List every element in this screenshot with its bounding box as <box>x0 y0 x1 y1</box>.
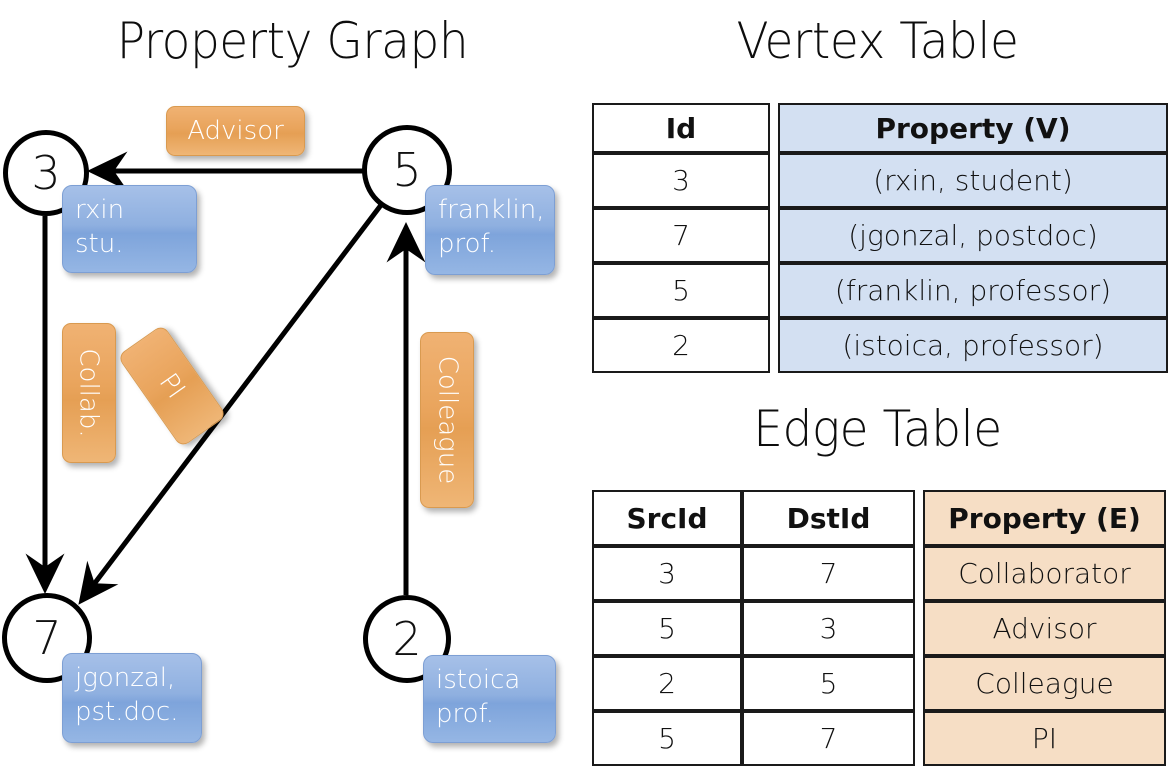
node-property-line-2: prof. <box>436 698 495 729</box>
edge-label-colleague-text: Colleague <box>432 355 463 485</box>
vertex-table-header-id: Id <box>592 103 770 153</box>
table-spacer <box>915 711 923 766</box>
table-spacer <box>770 103 778 153</box>
table-spacer <box>915 490 923 546</box>
vertex-id-cell: 3 <box>592 153 770 208</box>
edge-label-pi-text: PI <box>153 367 191 405</box>
edge-label-advisor: Advisor <box>166 106 305 156</box>
edge-label-collaborator-text: Collab. <box>74 348 104 438</box>
node-property-box-2: istoica prof. <box>423 655 556 743</box>
node-property-line-2: pst.doc. <box>75 696 179 727</box>
edge-table: SrcId DstId Property (E) 3 7 Collaborato… <box>592 490 1166 766</box>
node-property-box-3: rxin stu. <box>62 185 197 273</box>
edge-table-header-dstid: DstId <box>742 490 915 546</box>
table-spacer <box>770 208 778 263</box>
node-property-line-1: franklin, <box>438 195 545 225</box>
vertex-property-cell: (franklin, professor) <box>778 263 1168 318</box>
node-label-7: 7 <box>32 611 62 665</box>
edge-src-cell: 2 <box>592 656 742 711</box>
graph-node-2[interactable]: 2 <box>363 595 451 683</box>
edge-dst-cell: 5 <box>742 656 915 711</box>
vertex-table-header-property: Property (V) <box>778 103 1168 153</box>
edge-src-cell: 3 <box>592 546 742 601</box>
vertex-property-cell: (rxin, student) <box>778 153 1168 208</box>
node-property-line-2: prof. <box>438 228 497 259</box>
page-title-property-graph: Property Graph <box>116 12 469 70</box>
table-row: 3 (rxin, student) <box>592 153 1168 208</box>
edge-property-cell: Collaborator <box>923 546 1166 601</box>
table-spacer <box>915 656 923 711</box>
edge-5-to-7 <box>78 203 383 605</box>
table-row: 2 5 Colleague <box>592 656 1166 711</box>
node-label-3: 3 <box>31 146 61 200</box>
table-header-row: SrcId DstId Property (E) <box>592 490 1166 546</box>
page-title-vertex-table: Vertex Table <box>736 12 1019 70</box>
edge-property-cell: PI <box>923 711 1166 766</box>
edge-label-collaborator: Collab. <box>62 323 116 463</box>
table-row: 5 7 PI <box>592 711 1166 766</box>
graph-edges-layer <box>25 151 426 605</box>
edge-dst-cell: 7 <box>742 711 915 766</box>
table-header-row: Id Property (V) <box>592 103 1168 153</box>
node-property-line-1: jgonzal, <box>75 663 176 693</box>
node-property-line-1: istoica <box>436 665 521 695</box>
vertex-id-cell: 5 <box>592 263 770 318</box>
table-row: 7 (jgonzal, postdoc) <box>592 208 1168 263</box>
table-row: 5 (franklin, professor) <box>592 263 1168 318</box>
node-property-line-1: rxin <box>75 195 125 225</box>
edge-src-cell: 5 <box>592 711 742 766</box>
edge-label-colleague: Colleague <box>420 332 474 508</box>
table-spacer <box>770 153 778 208</box>
edge-dst-cell: 7 <box>742 546 915 601</box>
edge-property-cell: Advisor <box>923 601 1166 656</box>
table-row: 3 7 Collaborator <box>592 546 1166 601</box>
edge-table-header-srcid: SrcId <box>592 490 742 546</box>
node-property-box-7: jgonzal, pst.doc. <box>62 653 202 743</box>
vertex-property-cell: (jgonzal, postdoc) <box>778 208 1168 263</box>
node-label-5: 5 <box>392 143 422 197</box>
node-property-line-2: stu. <box>75 228 124 259</box>
table-row: 5 3 Advisor <box>592 601 1166 656</box>
table-spacer <box>915 546 923 601</box>
property-graph-panel: Property Graph 3 rxin stu. 5 franklin, p… <box>0 0 585 760</box>
table-spacer <box>915 601 923 656</box>
vertex-table: Id Property (V) 3 (rxin, student) 7 (jgo… <box>592 103 1168 373</box>
node-label-2: 2 <box>392 612 422 666</box>
table-row: 2 (istoica, professor) <box>592 318 1168 373</box>
node-property-box-5: franklin, prof. <box>425 185 555 275</box>
vertex-id-cell: 7 <box>592 208 770 263</box>
edge-property-cell: Colleague <box>923 656 1166 711</box>
table-spacer <box>770 263 778 318</box>
edge-label-advisor-text: Advisor <box>187 116 284 146</box>
edge-dst-cell: 3 <box>742 601 915 656</box>
edge-src-cell: 5 <box>592 601 742 656</box>
table-spacer <box>770 318 778 373</box>
graph-node-5[interactable]: 5 <box>362 125 452 215</box>
vertex-property-cell: (istoica, professor) <box>778 318 1168 373</box>
vertex-id-cell: 2 <box>592 318 770 373</box>
page-title-edge-table: Edge Table <box>753 400 1002 458</box>
edge-table-header-property: Property (E) <box>923 490 1166 546</box>
